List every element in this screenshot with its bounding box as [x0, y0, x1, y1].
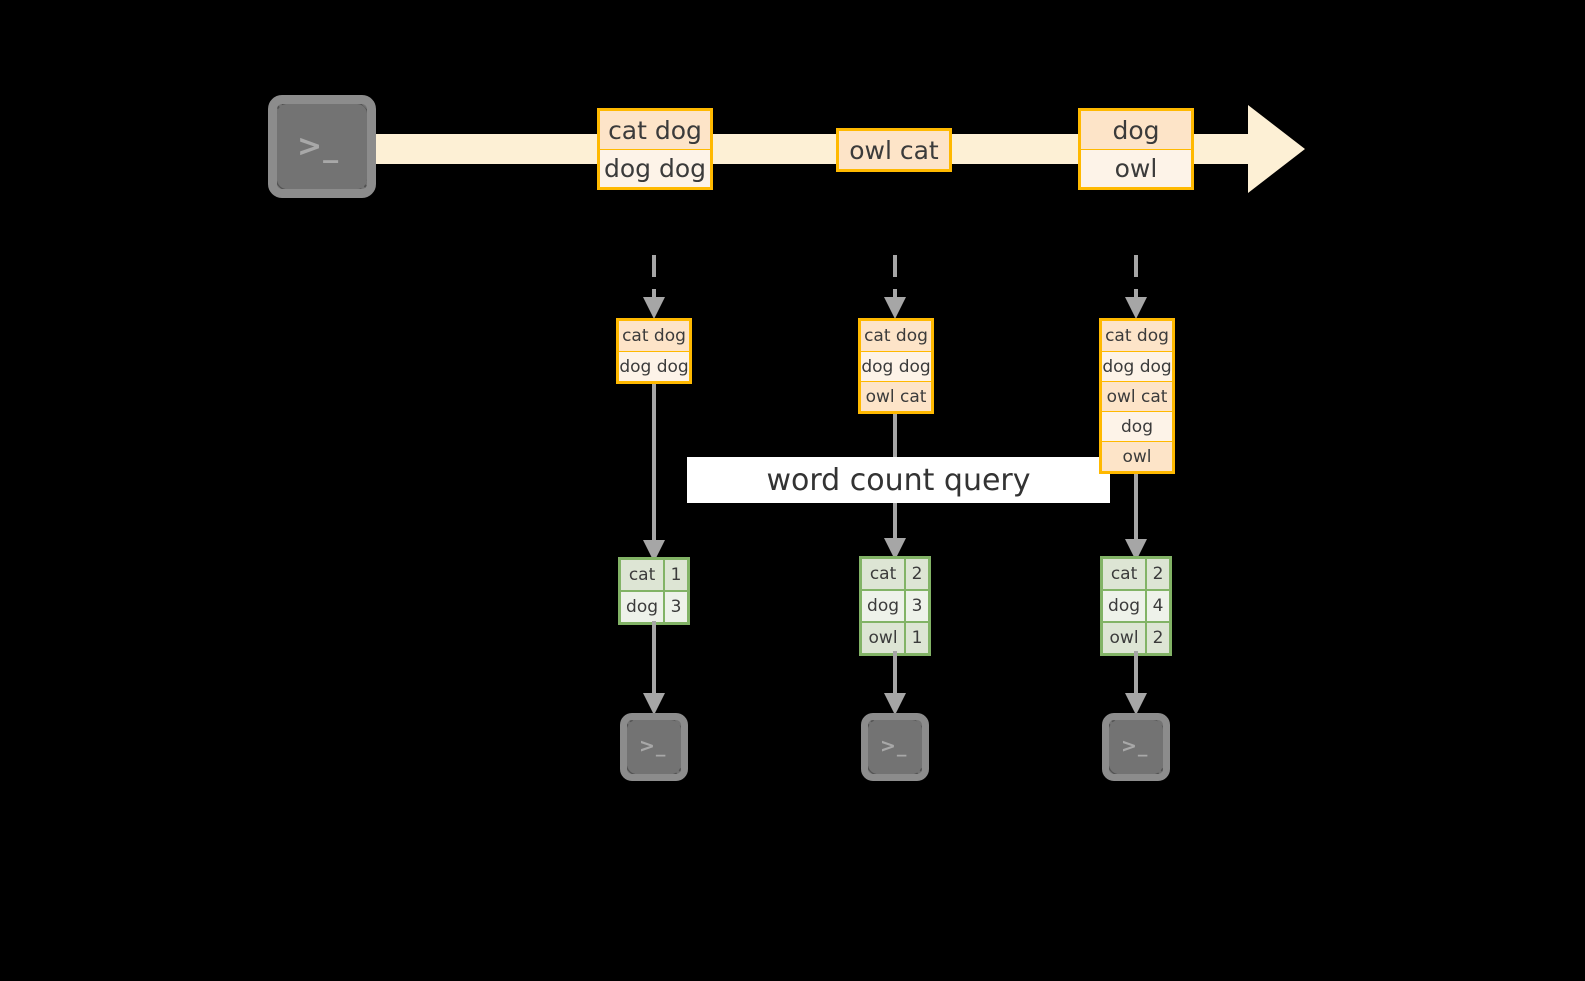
table-row: cat 1 — [621, 560, 687, 590]
table-row: dog 3 — [621, 590, 687, 622]
stack-line: dog dog — [861, 351, 931, 381]
count-word: cat — [621, 560, 664, 590]
table-row: cat 2 — [1103, 559, 1169, 589]
sink-terminal-icon-column-1[interactable]: >_ — [620, 713, 688, 781]
count-word: owl — [862, 623, 905, 653]
terminal-prompt-glyph: >_ — [297, 129, 340, 164]
count-table-column-2: cat 2 dog 3 owl 1 — [859, 556, 931, 656]
query-label-text: word count query — [766, 462, 1031, 498]
stack-line: cat dog — [861, 321, 931, 351]
table-row: owl 2 — [1103, 621, 1169, 653]
accumulated-stack-column-2: cat dog dog dog owl cat — [858, 318, 934, 414]
stream-group-1: cat dog dog dog — [597, 108, 713, 190]
table-row: cat 2 — [862, 559, 928, 589]
stack-line: owl cat — [1102, 381, 1172, 411]
terminal-screen — [1109, 720, 1163, 774]
sink-terminal-icon-column-2[interactable]: >_ — [861, 713, 929, 781]
stack-line: dog dog — [619, 351, 689, 381]
terminal-screen — [627, 720, 681, 774]
count-value: 3 — [904, 591, 928, 621]
accumulated-stack-column-1: cat dog dog dog — [616, 318, 692, 384]
stream-group-2: owl cat — [836, 128, 952, 172]
terminal-screen — [868, 720, 922, 774]
count-table-column-3: cat 2 dog 4 owl 2 — [1100, 556, 1172, 656]
stream-group-3: dog owl — [1078, 108, 1194, 190]
stream-line: dog dog — [600, 149, 710, 187]
terminal-screen — [277, 104, 367, 189]
count-table-column-1: cat 1 dog 3 — [618, 557, 690, 625]
count-value: 4 — [1145, 591, 1169, 621]
sink-terminal-icon-column-3[interactable]: >_ — [1102, 713, 1170, 781]
count-word: owl — [1103, 623, 1146, 653]
stack-line: owl — [1102, 441, 1172, 471]
connector-stack-to-counts-column-3 — [1122, 473, 1150, 563]
stream-line: owl — [1081, 149, 1191, 187]
dashed-connector-column-2 — [881, 255, 909, 321]
dashed-connector-column-1 — [640, 255, 668, 321]
count-value: 2 — [1145, 623, 1169, 653]
count-word: dog — [621, 592, 664, 622]
terminal-prompt-glyph: >_ — [639, 735, 667, 757]
stack-line: cat dog — [619, 321, 689, 351]
stream-line: dog — [1081, 111, 1191, 149]
accumulated-stack-column-3: cat dog dog dog owl cat dog owl — [1099, 318, 1175, 474]
count-value: 1 — [663, 560, 687, 590]
terminal-prompt-glyph: >_ — [880, 735, 908, 757]
stack-line: cat dog — [1102, 321, 1172, 351]
source-terminal-icon[interactable]: >_ — [268, 95, 376, 198]
stack-line: dog dog — [1102, 351, 1172, 381]
count-value: 1 — [904, 623, 928, 653]
stream-line: owl cat — [839, 131, 949, 169]
query-label-band: word count query — [687, 457, 1110, 503]
table-row: dog 3 — [862, 589, 928, 621]
count-word: cat — [862, 559, 905, 589]
count-value: 3 — [663, 592, 687, 622]
connector-counts-to-sink-column-1 — [640, 621, 668, 717]
stack-line: dog — [1102, 411, 1172, 441]
count-value: 2 — [1145, 559, 1169, 589]
terminal-prompt-glyph: >_ — [1121, 735, 1149, 757]
table-row: owl 1 — [862, 621, 928, 653]
connector-counts-to-sink-column-2 — [881, 651, 909, 717]
stack-line: owl cat — [861, 381, 931, 411]
count-word: dog — [1103, 591, 1146, 621]
stream-line: cat dog — [600, 111, 710, 149]
table-row: dog 4 — [1103, 589, 1169, 621]
count-word: dog — [862, 591, 905, 621]
count-word: cat — [1103, 559, 1146, 589]
connector-stack-to-counts-column-1 — [640, 384, 668, 564]
count-value: 2 — [904, 559, 928, 589]
dashed-connector-column-3 — [1122, 255, 1150, 321]
connector-counts-to-sink-column-3 — [1122, 651, 1150, 717]
